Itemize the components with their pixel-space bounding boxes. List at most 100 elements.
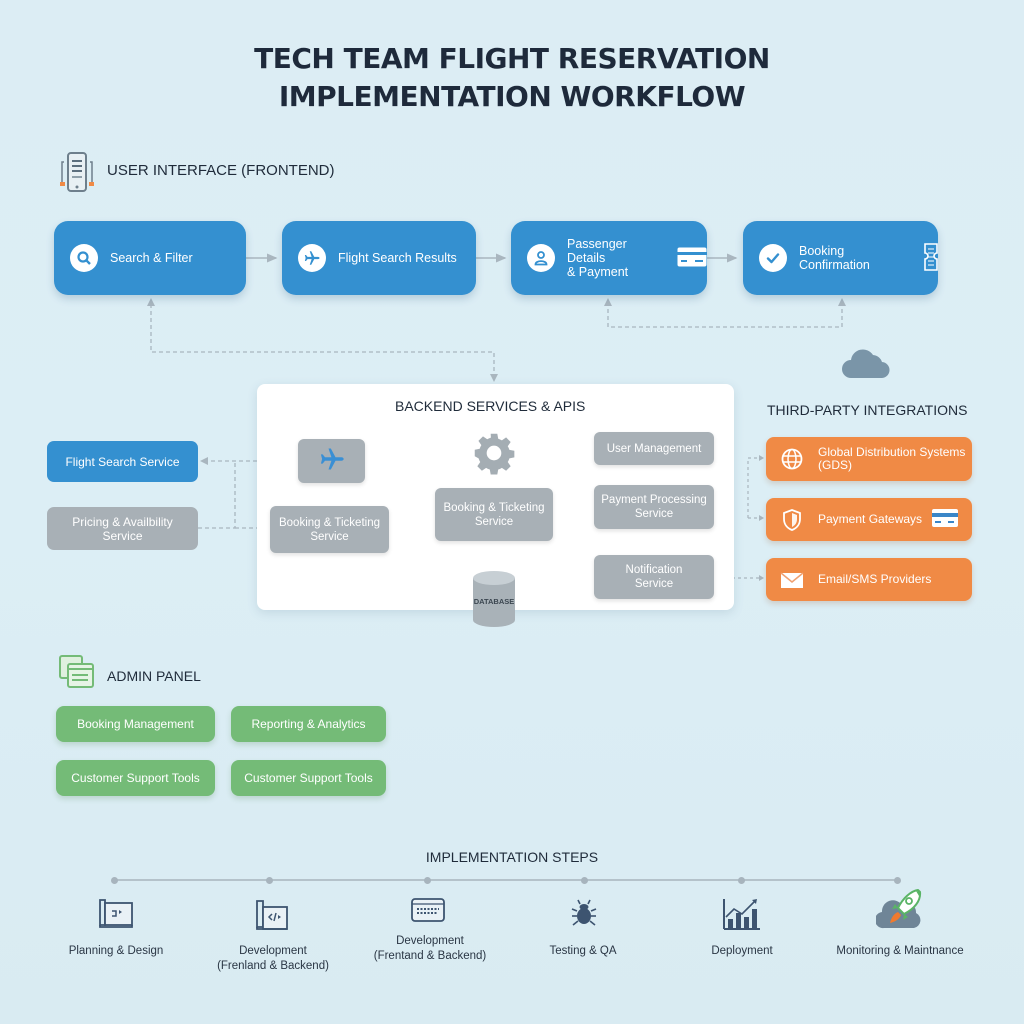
rocket-cloud-icon xyxy=(874,888,924,935)
airplane-icon xyxy=(298,244,326,272)
check-icon xyxy=(759,244,787,272)
page-title: TECH TEAM FLIGHT RESERVATION IMPLEMENTAT… xyxy=(0,40,1024,116)
step-label: Booking Confirmation xyxy=(799,244,870,272)
step-label-line-1: Testing & QA xyxy=(549,945,617,957)
backend-heading: BACKEND SERVICES & APIS xyxy=(395,398,586,414)
ticket-icon xyxy=(924,242,938,274)
database-label: DATABASE xyxy=(473,597,515,606)
code-blueprint-icon xyxy=(255,899,289,936)
title-line-2: IMPLEMENTATION WORKFLOW xyxy=(278,80,746,113)
node-label-line-1: Booking & Ticketing xyxy=(278,516,380,529)
step-label-line-1: Development xyxy=(396,935,464,947)
dashed-backend-to-search xyxy=(150,302,495,378)
gear-icon xyxy=(472,431,516,480)
integration-label-line-1: Global Distribution Systems xyxy=(818,445,966,459)
node-label: Notification Service xyxy=(626,563,683,591)
frontend-heading: USER INTERFACE (FRONTEND) xyxy=(107,162,335,179)
search-icon xyxy=(70,244,98,272)
admin-customer-support-tools-2[interactable]: Customer Support Tools xyxy=(231,760,386,796)
credit-card-icon xyxy=(677,247,707,270)
timeline-dot xyxy=(894,877,901,884)
cloud-icon xyxy=(841,346,891,385)
third-party-payment-gateways[interactable]: Payment Gateways xyxy=(766,498,972,541)
node-label-line-2: Service xyxy=(634,578,674,590)
keyboard-icon xyxy=(411,898,445,927)
frontend-step-flight-results[interactable]: Flight Search Results xyxy=(282,221,476,295)
step-label-line-1: Development xyxy=(239,945,307,957)
step-label-line-2: (Frenland & Backend) xyxy=(217,960,329,972)
frontend-step-passenger-payment[interactable]: Passenger Details & Payment xyxy=(511,221,707,295)
dashed-pricing-link xyxy=(198,461,236,529)
step-label-line-1: Planning & Design xyxy=(68,945,164,957)
impl-step-planning: Planning & Design xyxy=(36,944,196,959)
blueprint-icon xyxy=(98,897,134,934)
frontend-step-booking-confirmation[interactable]: Booking Confirmation xyxy=(743,221,938,295)
admin-heading: ADMIN PANEL xyxy=(107,668,201,684)
mobile-app-icon xyxy=(60,152,94,194)
payment-processing-service[interactable]: Payment Processing Service xyxy=(594,485,714,529)
step-label-line-2: & Payment xyxy=(567,265,629,279)
integration-label: Payment Gateways xyxy=(818,512,923,526)
node-label: Booking & Ticketing Service xyxy=(443,501,544,529)
node-label: User Management xyxy=(606,442,702,455)
step-label-line-2: (Frentand & Backend) xyxy=(373,950,487,962)
integration-label: Global Distribution Systems (GDS) xyxy=(818,446,965,472)
node-label-line-1: Payment Processing xyxy=(601,494,707,506)
airplane-icon xyxy=(315,445,349,477)
timeline-dot xyxy=(738,877,745,884)
node-label: Booking & Ticketing Service xyxy=(279,516,380,544)
flight-search-service[interactable]: Flight Search Service xyxy=(47,441,198,482)
admin-booking-management[interactable]: Booking Management xyxy=(56,706,215,742)
title-line-1: TECH TEAM FLIGHT RESERVATION xyxy=(254,42,770,75)
impl-step-development-2: Development (Frentand & Backend) xyxy=(350,934,510,964)
booking-ticketing-service-center[interactable]: Booking & Ticketing Service xyxy=(435,488,553,541)
credit-card-icon xyxy=(932,509,958,530)
service-label-line-1: Pricing & Availbility xyxy=(72,514,173,529)
service-label: Pricing & Availbility Service xyxy=(72,515,173,543)
node-label-line-1: Booking & Ticketing xyxy=(443,501,545,514)
third-party-email-sms[interactable]: Email/SMS Providers xyxy=(766,558,972,601)
bug-icon xyxy=(569,898,599,933)
user-management-service[interactable]: User Management xyxy=(594,432,714,465)
node-label-line-2: Service xyxy=(310,530,349,543)
timeline-dot xyxy=(424,877,431,884)
impl-step-development-1: Development (Frenland & Backend) xyxy=(193,944,353,974)
step-label: Passenger Details & Payment xyxy=(567,237,663,279)
step-label: Flight Search Results xyxy=(338,251,457,265)
timeline-dot xyxy=(111,877,118,884)
node-label: Payment Processing Service xyxy=(601,493,706,521)
impl-step-deployment: Deployment xyxy=(662,944,822,959)
frontend-step-search-filter[interactable]: Search & Filter xyxy=(54,221,246,295)
integration-label: Email/SMS Providers xyxy=(818,572,932,586)
timeline-dot xyxy=(581,877,588,884)
third-party-heading: THIRD-PARTY INTEGRATIONS xyxy=(767,402,968,418)
admin-reporting-analytics[interactable]: Reporting & Analytics xyxy=(231,706,386,742)
admin-button-label: Booking Management xyxy=(77,717,194,731)
admin-windows-icon xyxy=(59,655,95,694)
database-icon[interactable]: DATABASE xyxy=(472,570,516,628)
impl-step-testing: Testing & QA xyxy=(503,944,663,959)
admin-customer-support-tools[interactable]: Customer Support Tools xyxy=(56,760,215,796)
step-label-line-1: Deployment xyxy=(711,945,773,957)
service-label: Flight Search Service xyxy=(65,454,180,469)
timeline-dot xyxy=(266,877,273,884)
pricing-availability-service[interactable]: Pricing & Availbility Service xyxy=(47,507,198,550)
envelope-icon xyxy=(780,568,804,592)
node-label-line-2: Service xyxy=(634,508,674,520)
step-label: Search & Filter xyxy=(110,251,193,265)
user-icon xyxy=(527,244,555,272)
notification-service[interactable]: Notification Service xyxy=(594,555,714,599)
admin-button-label: Customer Support Tools xyxy=(244,771,373,785)
step-label-line-1: Passenger Details xyxy=(567,237,627,265)
step-label-line-1: Monitoring & Maintnance xyxy=(836,945,964,957)
node-label-line-1: Notification xyxy=(625,564,683,576)
booking-ticketing-service-left[interactable]: Booking & Ticketing Service xyxy=(270,506,389,553)
globe-icon xyxy=(780,447,804,471)
flight-node[interactable] xyxy=(298,439,365,483)
dashed-passenger-confirmation-link xyxy=(607,302,843,328)
impl-step-monitoring: Monitoring & Maintnance xyxy=(810,944,990,959)
third-party-gds[interactable]: Global Distribution Systems (GDS) xyxy=(766,437,972,481)
service-label-line-2: Service xyxy=(102,528,143,543)
admin-button-label: Customer Support Tools xyxy=(71,771,200,785)
node-label-line-2: Service xyxy=(474,515,514,528)
